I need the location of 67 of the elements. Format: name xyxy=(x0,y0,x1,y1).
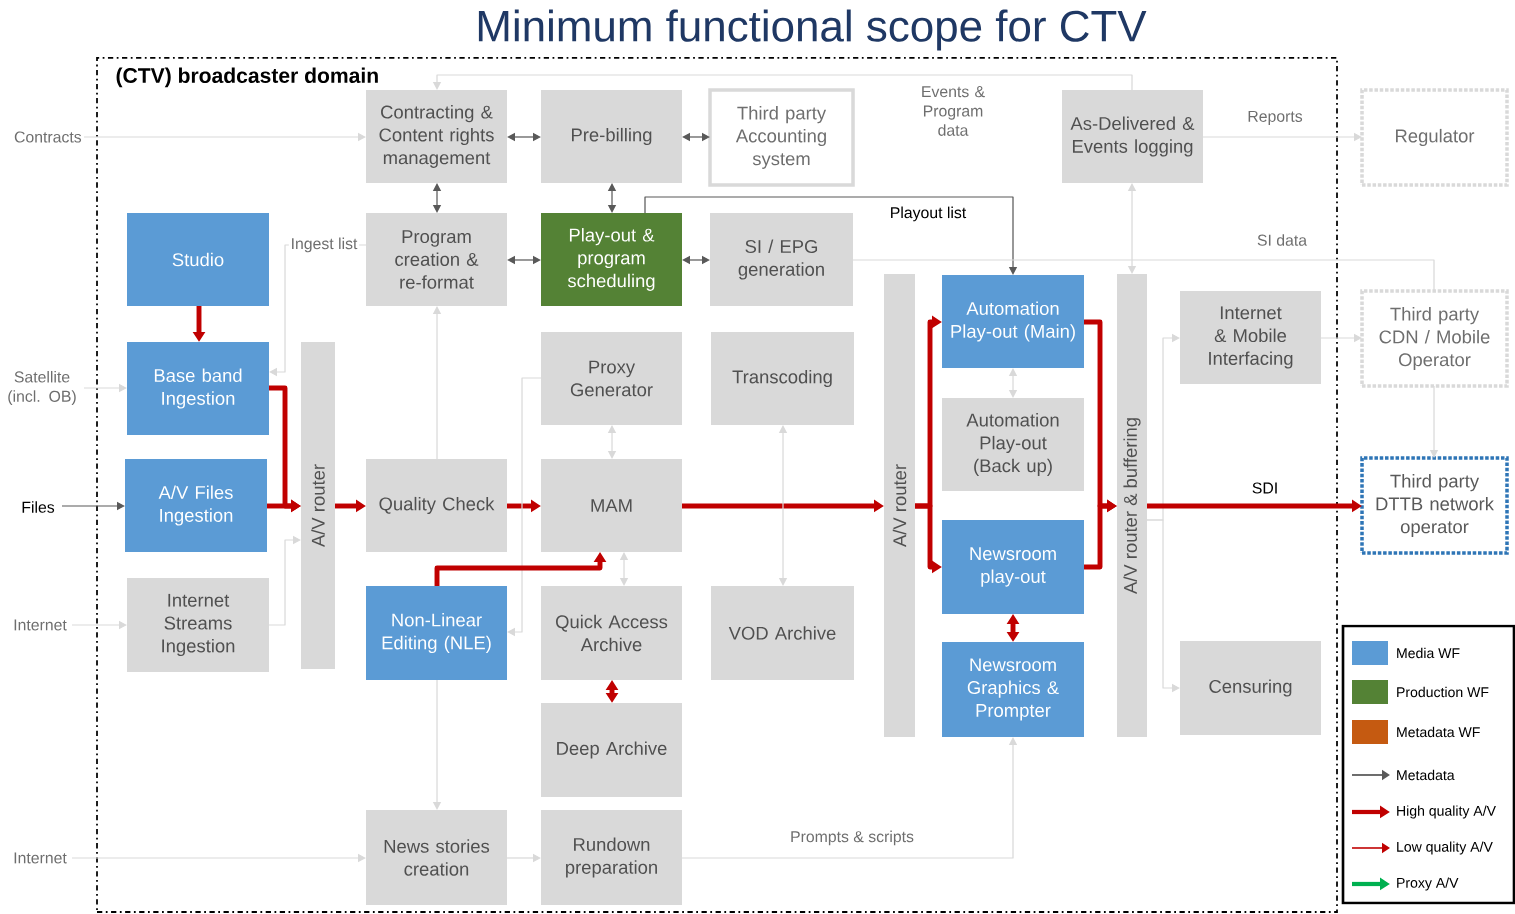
process-box: SI / EPG generation xyxy=(710,213,853,306)
arrow xyxy=(778,425,788,586)
external-box: Third party Accounting system xyxy=(708,88,855,187)
arrow xyxy=(607,183,617,213)
process-box: VOD Archive xyxy=(711,586,854,680)
process-box: A/V Files Ingestion xyxy=(125,459,267,552)
edge-label: SI data xyxy=(1255,232,1309,248)
process-box: Transcoding xyxy=(711,332,854,425)
arrow xyxy=(432,183,442,213)
process-box: Automation Play-out (Main) xyxy=(942,275,1084,368)
process-box: Newsroom play-out xyxy=(942,520,1084,614)
process-box: Play-out & program scheduling xyxy=(541,213,682,306)
process-box: Pre-billing xyxy=(541,90,682,183)
edge-label: SDI xyxy=(1250,480,1280,496)
legend-text: Media WF xyxy=(1397,647,1460,659)
process-box: Newsroom Graphics & Prompter xyxy=(942,642,1084,737)
arrow xyxy=(507,132,541,142)
router-bar: A/V router & buffering xyxy=(1117,274,1147,737)
process-box: Proxy Generator xyxy=(541,332,682,425)
process-box: Studio xyxy=(127,213,269,306)
process-box: Quick Access Archive xyxy=(541,586,682,680)
arrow xyxy=(1008,368,1018,398)
process-box: Rundown preparation xyxy=(541,810,682,905)
source-label: Internet xyxy=(14,619,67,631)
process-box: Censuring xyxy=(1180,641,1321,735)
arrow xyxy=(268,535,301,626)
process-box: Non-Linear Editing (NLE) xyxy=(366,586,507,680)
process-box: Quality Check xyxy=(366,459,507,552)
arrow xyxy=(644,196,1018,275)
process-box: News stories creation xyxy=(366,810,507,905)
source-label: Contracts xyxy=(14,131,82,143)
process-box: Contracting & Content rights management xyxy=(366,90,507,183)
external-box: Regulator xyxy=(1360,88,1509,187)
legend-text: Production WF xyxy=(1397,686,1489,698)
process-box: Internet Streams Ingestion xyxy=(127,578,269,672)
source-label: Internet xyxy=(14,852,67,864)
process-box: As-Delivered & Events logging xyxy=(1062,90,1203,183)
legend-text: Proxy A/V xyxy=(1397,877,1459,891)
edge-label: Reports xyxy=(1245,109,1305,127)
arrow xyxy=(619,552,629,586)
edge-label: Prompts & scripts xyxy=(788,828,916,848)
process-box: MAM xyxy=(541,459,682,552)
process-box: Base band Ingestion xyxy=(127,342,269,435)
arrow xyxy=(1127,183,1137,274)
arrow xyxy=(682,132,710,142)
router-bar: A/V router xyxy=(884,274,915,737)
process-box: Automation Play-out (Back up) xyxy=(942,398,1084,491)
process-box: Internet & Mobile Interfacing xyxy=(1180,291,1321,384)
arrow xyxy=(507,255,541,265)
source-label: Files xyxy=(22,501,55,513)
process-box: Program creation & re-format xyxy=(366,213,507,306)
legend-text: Metadata xyxy=(1397,769,1455,781)
edge-label: Ingest list xyxy=(288,235,360,255)
source-label: Satellite (incl. OB) xyxy=(8,370,76,406)
legend-text: High quality A/V xyxy=(1397,805,1496,819)
external-box: Third party DTTB network operator xyxy=(1360,456,1509,555)
process-box: Deep Archive xyxy=(541,703,682,797)
edge-label: Events & Program data xyxy=(916,84,990,138)
router-bar: A/V router xyxy=(301,342,335,669)
legend-text: Metadata WF xyxy=(1397,726,1480,738)
legend-text: Low quality A/V xyxy=(1397,841,1493,855)
external-box: Third party CDN / Mobile Operator xyxy=(1360,289,1509,388)
arrow xyxy=(682,255,710,265)
arrow xyxy=(507,377,542,637)
title: Minimum functional scope for CTV xyxy=(478,9,1147,51)
edge-label: Playout list xyxy=(888,204,968,224)
arrow xyxy=(607,425,617,459)
